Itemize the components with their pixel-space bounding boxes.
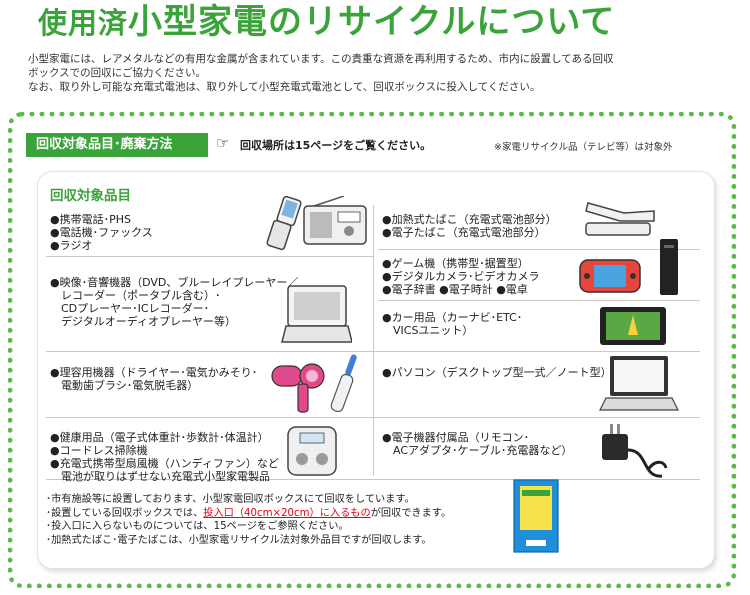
intro-line: 小型家電には、レアメタルなどの有用な金属が含まれています。この貴重な資源を再利用… — [28, 53, 614, 65]
section-label: 回収対象品目･廃棄方法 — [26, 133, 208, 157]
divider — [46, 256, 374, 257]
divider — [378, 300, 700, 301]
collection-box-icon — [513, 479, 559, 553]
item-line: ●健康用品（電子式体重計･歩数計･体温計） — [50, 431, 269, 444]
item-line: ●電子たばこ（充電式電池部分） — [382, 226, 546, 239]
item-line: ACアダプタ･ケーブル･充電器など） — [382, 444, 573, 457]
ac-adapter-icon — [602, 424, 668, 478]
item-line: 電動歯ブラシ･電気脱毛器） — [50, 379, 199, 392]
item-line: ●電子機器付属品（リモコン･ — [382, 431, 530, 444]
intro-line: なお、取り外し可能な充電式電池は、取り外して小型充電式電池として、回収ボックスに… — [28, 81, 541, 93]
item-line: ●理容用機器（ドライヤー･電気かみそり･ — [50, 366, 258, 379]
intro-text: 小型家電には、レアメタルなどの有用な金属が含まれています。この貴重な資源を再利用… — [28, 52, 728, 94]
item-line: ●ゲーム機（携帯型･据置型） — [382, 257, 529, 270]
item-line: ●充電式携帯型扇風機（ハンディファン）など — [50, 457, 279, 470]
item-line: ●電話機･ファックス — [50, 226, 153, 239]
phone-icon — [266, 196, 302, 251]
note-line: ･設置している回収ボックスでは、投入口（40cm×20cm）に入るものが回収でき… — [46, 507, 451, 521]
item-line: VICSユニット） — [382, 324, 474, 337]
intro-line: ボックスでの回収にご協力ください。 — [28, 67, 206, 79]
item-beauty: ●理容用機器（ドライヤー･電気かみそり･ 電動歯ブラシ･電気脱毛器） — [50, 366, 257, 392]
pointing-hand-icon: ☞ — [216, 134, 230, 152]
item-av: ●映像･音響機器（DVD、ブルーレイプレーヤー／ レコーダー（ポータブル含む）･… — [50, 276, 298, 328]
note-line: ･市有施設等に設置しております、小型家電回収ボックスにて回収をしています。 — [46, 494, 415, 505]
item-line: ●デジタルカメラ･ビデオカメラ — [382, 270, 540, 283]
item-line: ●カー用品（カーナビ･ETC･ — [382, 311, 523, 324]
location-note: 回収場所は15ページをご覧ください。 — [240, 139, 432, 152]
dotted-frame — [8, 112, 736, 588]
item-line: ●パソコン（デスクトップ型一式／ノート型） — [382, 366, 612, 379]
divider — [378, 249, 700, 250]
item-line: ●電子辞書 ●電子時計 ●電卓 — [382, 283, 528, 296]
page-title: 使用済小型家電のリサイクルについて — [38, 2, 615, 42]
item-line: デジタルオーディオプレーヤー等） — [50, 315, 237, 328]
item-pc: ●パソコン（デスクトップ型一式／ノート型） — [382, 366, 612, 379]
item-line: レコーダー（ポータブル含む）･ — [50, 289, 221, 302]
divider — [46, 479, 700, 480]
item-cigs: ●加熱式たばこ（充電式電池部分） ●電子たばこ（充電式電池部分） — [382, 213, 557, 239]
column-divider — [373, 205, 374, 476]
item-line: ●ラジオ — [50, 239, 93, 252]
item-line: 電池が取りはずせない充電式小型家電製品 — [50, 470, 270, 483]
desktop-pc-icon — [660, 239, 678, 295]
notes: ･市有施設等に設置しております、小型家電回収ボックスにて回収をしています。 ･設… — [46, 493, 451, 547]
item-line: CDプレーヤー･ICレコーダー･ — [50, 302, 210, 315]
hair-dryer-icon — [271, 363, 325, 413]
body-scale-icon — [287, 426, 337, 476]
note-line: ･投入口に入らないものについては、15ページをご参照ください。 — [46, 521, 349, 532]
heated-tobacco-icon — [585, 202, 655, 236]
car-navi-icon — [600, 307, 666, 345]
title-part2: 小型家電のリサイクルについて — [128, 2, 616, 42]
item-line: ●コードレス掃除機 — [50, 444, 148, 457]
items-panel — [38, 172, 714, 568]
item-games: ●ゲーム機（携帯型･据置型） ●デジタルカメラ･ビデオカメラ ●電子辞書 ●電子… — [382, 257, 540, 296]
item-line: ●映像･音響機器（DVD、ブルーレイプレーヤー／ — [50, 276, 299, 289]
item-accessories: ●電子機器付属品（リモコン･ ACアダプタ･ケーブル･充電器など） — [382, 431, 572, 457]
game-console-icon — [579, 259, 641, 293]
excluded-note: ※家電リサイクル品（テレビ等）は対象外 — [494, 142, 673, 153]
laptop-icon — [599, 356, 679, 411]
item-car: ●カー用品（カーナビ･ETC･ VICSユニット） — [382, 311, 522, 337]
radio-icon — [303, 196, 367, 245]
title-part1: 使用済 — [38, 6, 129, 40]
note-text: ･設置している回収ボックスでは、 — [46, 507, 204, 519]
item-line: ●加熱式たばこ（充電式電池部分） — [382, 213, 557, 226]
item-phones: ●携帯電話･PHS ●電話機･ファックス ●ラジオ — [50, 213, 153, 252]
portable-dvd-icon — [281, 285, 352, 343]
note-line: ･加熱式たばこ･電子たばこは、小型家電リサイクル法対象外品目ですが回収します。 — [46, 534, 432, 546]
note-text: が回収できます。 — [370, 507, 452, 519]
electric-toothbrush-icon — [330, 354, 357, 413]
item-health: ●健康用品（電子式体重計･歩数計･体温計） ●コードレス掃除機 ●充電式携帯型扇… — [50, 431, 279, 483]
panel-heading: 回収対象品目 — [50, 188, 131, 204]
slot-size-emphasis: 投入口（40cm×20cm）に入るもの — [203, 507, 371, 519]
item-line: ●携帯電話･PHS — [50, 213, 131, 226]
